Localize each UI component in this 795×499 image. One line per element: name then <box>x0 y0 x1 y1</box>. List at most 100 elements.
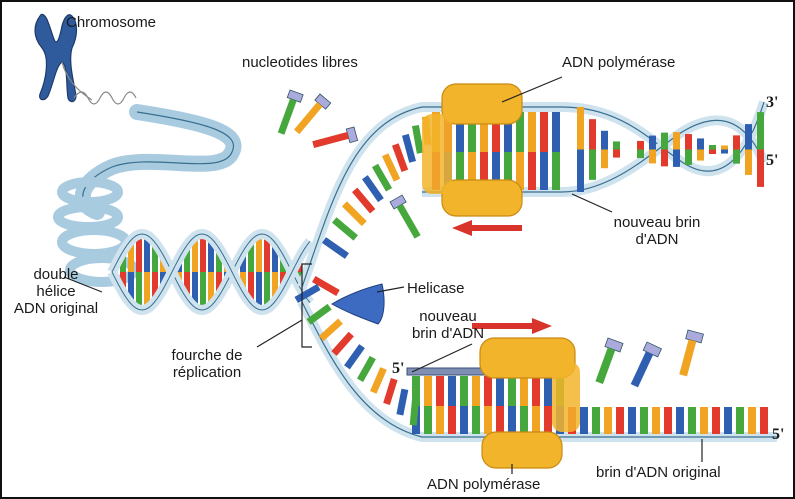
base-pair-segment <box>601 130 608 150</box>
base-pair-segment <box>496 376 504 406</box>
base-pair-segment <box>144 272 150 310</box>
base-pair-segment <box>480 112 488 152</box>
base-pair-segment <box>192 239 198 272</box>
base-pair-segment <box>152 272 158 305</box>
base-pair-segment <box>436 406 444 434</box>
base-pair-segment <box>484 406 492 434</box>
base-pair-segment <box>472 376 480 406</box>
base-pair-segment <box>516 112 524 152</box>
base-pair-segment <box>709 149 716 155</box>
base-pair-segment <box>468 152 476 190</box>
base-pair-segment <box>342 201 367 227</box>
base-pair-segment <box>492 152 500 190</box>
base-pair-segment <box>652 407 660 434</box>
base-pair-segment <box>200 234 206 272</box>
base-pair-segment <box>552 112 560 152</box>
helicase-icon <box>331 283 385 325</box>
base-pair-segment <box>331 331 354 356</box>
base-pair-segment <box>508 406 516 434</box>
base-pair-segment <box>184 272 190 295</box>
base-pair-segment <box>757 112 764 150</box>
base-pair-segment <box>757 149 764 187</box>
base-pair-segment <box>240 256 246 272</box>
leader-lines <box>63 76 703 474</box>
base-pair-segment <box>460 406 468 434</box>
base-pair-segment <box>520 406 528 434</box>
polymerase-bottom-shape <box>479 337 580 469</box>
base-pair-segment <box>504 152 512 190</box>
base-pair-segment <box>409 399 419 426</box>
base-pair-segment <box>436 376 444 406</box>
base-pair-segment <box>356 355 376 382</box>
base-pair-segment <box>721 149 728 154</box>
label-5prime-bottom: 5' <box>772 426 785 443</box>
base-pair-segment <box>673 149 680 167</box>
base-pair-segment <box>184 249 190 272</box>
strand-backbone <box>111 233 311 311</box>
base-pair-segment <box>688 407 696 434</box>
supercoil <box>53 104 242 287</box>
label-polymerase-top: ADN polymérase <box>562 54 676 71</box>
base-pair-segment <box>480 152 488 190</box>
fork-top-bases <box>312 116 432 296</box>
base-pair-segment <box>332 217 358 241</box>
base-pair-segment <box>532 376 540 406</box>
base-pair-segment <box>460 376 468 406</box>
label-double-helix: double hélice ADN original <box>8 266 104 317</box>
base-pair-segment <box>264 234 270 272</box>
base-pair-segment <box>589 149 596 180</box>
base-pair-segment <box>264 272 270 310</box>
base-pair-segment <box>697 149 704 161</box>
label-new-strand-top: nouveau brin d'ADN <box>602 214 712 248</box>
base-pair-segment <box>492 112 500 152</box>
base-pair-segment <box>294 284 321 304</box>
fork-bottom-bases <box>294 284 419 426</box>
base-pair-segment <box>392 143 409 173</box>
base-pair-segment <box>724 407 732 434</box>
base-pair-segment <box>208 272 214 309</box>
base-pair-segment <box>552 152 560 190</box>
label-polymerase-bottom: ADN polymérase <box>427 476 541 493</box>
label-original-strand: brin d'ADN original <box>596 464 721 481</box>
base-pair-segment <box>240 272 246 288</box>
base-pair-segment <box>508 376 516 406</box>
base-pair-segment <box>362 175 384 203</box>
new-strand-top-line1: nouveau brin <box>613 214 701 231</box>
base-pair-segment <box>532 406 540 434</box>
base-pair-segment <box>601 149 608 169</box>
base-pair-segment <box>496 406 504 434</box>
base-pair-segment <box>256 235 262 272</box>
base-pair-segment <box>628 407 636 434</box>
base-pair-segment <box>676 407 684 434</box>
base-pair-segment <box>528 152 536 190</box>
base-pair-segment <box>685 134 692 150</box>
label-3prime: 3' <box>766 94 779 111</box>
strand-backbone <box>111 233 311 311</box>
base-pair-segment <box>661 132 668 150</box>
new-strand-top-line2: d'ADN <box>635 231 679 248</box>
base-pair-segment <box>577 149 584 192</box>
base-pair-segment <box>484 376 492 406</box>
base-pair-segment <box>272 272 278 305</box>
base-pair-segment <box>136 272 142 309</box>
base-pair-segment <box>528 112 536 152</box>
base-pair-segment <box>370 367 387 394</box>
base-pair-segment <box>412 376 420 406</box>
base-pair-segment <box>613 149 620 158</box>
base-pair-segment <box>577 107 584 150</box>
label-chromosome: Chromosome <box>66 14 157 31</box>
base-pair-segment <box>120 272 126 288</box>
base-pair-segment <box>468 112 476 152</box>
base-pair-segment <box>192 272 198 305</box>
base-pair-segment <box>721 145 728 150</box>
label-new-strand-bottom: nouveau brin d'ADN <box>398 308 498 342</box>
base-pair-segment <box>697 138 704 150</box>
base-pair-segment <box>128 272 134 301</box>
base-pair-segment <box>144 234 150 272</box>
label-helicase: Helicase <box>407 280 465 297</box>
original-double-helix <box>107 228 314 316</box>
base-pair-segment <box>685 149 692 165</box>
base-pair-segment <box>733 135 740 150</box>
